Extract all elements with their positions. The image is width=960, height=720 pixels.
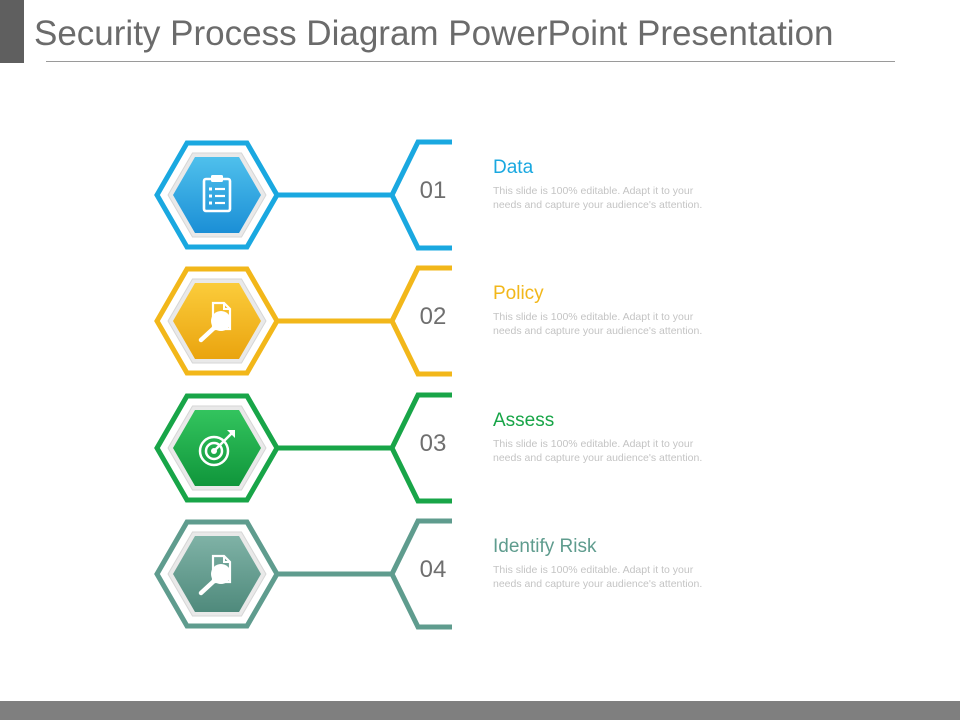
target-icon: [198, 430, 235, 467]
step-number: 01: [419, 177, 447, 204]
step-title: Assess: [493, 410, 555, 431]
step-graphic-2: [154, 265, 452, 377]
hexagon-outline: [154, 393, 280, 503]
number-bracket: [389, 518, 452, 630]
step-3: 03 Assess This slide is 100% editable. A…: [0, 390, 960, 505]
title-divider: [46, 61, 895, 62]
step-title: Data: [493, 157, 534, 178]
step-1: 01 Data This slide is 100% editable. Ada…: [0, 137, 960, 252]
hexagon-outline: [154, 519, 280, 629]
number-bracket: [389, 139, 452, 251]
step-4: 04 Identify Risk This slide is 100% edit…: [0, 516, 960, 631]
slide-title: Security Process Diagram PowerPoint Pres…: [34, 14, 834, 53]
step-number: 04: [419, 556, 447, 583]
step-graphic-3: [154, 392, 452, 504]
step-title: Identify Risk: [493, 536, 597, 557]
hexagon-outline: [154, 140, 280, 250]
step-description: This slide is 100% editable. Adapt it to…: [493, 311, 703, 337]
step-graphic-4: [154, 518, 452, 630]
step-number: 03: [419, 430, 447, 457]
clipboard-icon: [202, 175, 232, 213]
corner-tab: [0, 0, 24, 63]
document-search-icon: [198, 554, 232, 596]
number-bracket: [389, 265, 452, 377]
document-search-icon: [198, 301, 232, 343]
step-number: 02: [419, 303, 447, 330]
step-title: Policy: [493, 283, 544, 304]
number-bracket: [389, 392, 452, 504]
hexagon-outline: [154, 266, 280, 376]
step-description: This slide is 100% editable. Adapt it to…: [493, 564, 703, 590]
step-graphic-1: [154, 139, 452, 251]
footer-bar: [0, 701, 960, 720]
step-description: This slide is 100% editable. Adapt it to…: [493, 438, 703, 464]
step-2: 02 Policy This slide is 100% editable. A…: [0, 263, 960, 378]
step-description: This slide is 100% editable. Adapt it to…: [493, 185, 703, 211]
